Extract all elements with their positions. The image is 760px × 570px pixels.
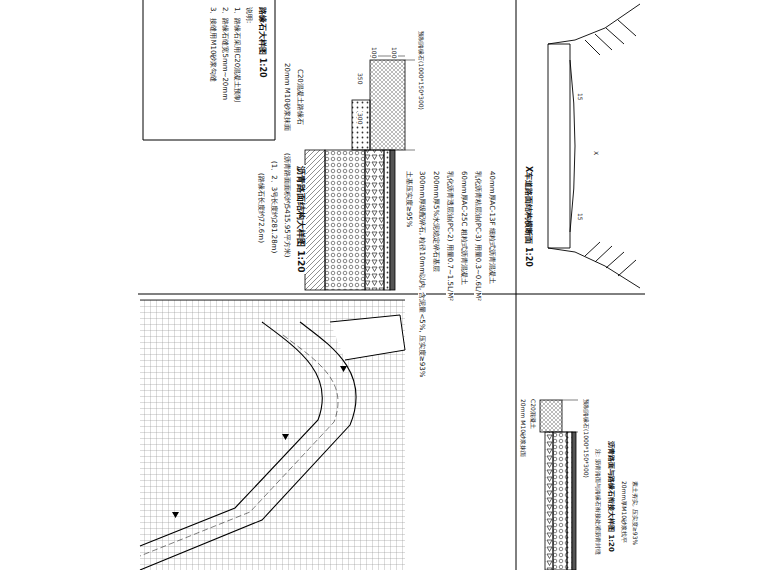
drawing-note: 20mm厚M10砂浆找平 bbox=[620, 480, 627, 544]
drawing-note: 说明: bbox=[245, 6, 253, 24]
drawing-note: 土基压实度≥95% bbox=[405, 170, 413, 228]
curb-joint-section bbox=[540, 400, 578, 570]
drawing-note: X bbox=[592, 150, 599, 156]
site-plan-grid bbox=[140, 300, 405, 570]
drawing-note: 注: 沥青路面与路缘石衔接处灌沥青封缝 bbox=[594, 448, 601, 556]
drawing-note: 300mm厚级配碎石, 粒径10mm以内, 含泥量<5%, 压实度≥93% bbox=[418, 170, 426, 378]
drawing-note: X车道路面结构横断面 1:20 bbox=[523, 165, 533, 268]
drawing-note: 100 bbox=[390, 46, 397, 59]
drawing-note: 20mm M10砂浆抹面 bbox=[519, 398, 526, 458]
road-cross-section bbox=[548, 4, 640, 288]
drawing-note: 乳化沥青透层油(PC-2) 用量0.7~1.5L/M² bbox=[446, 170, 454, 302]
drawing-note: 预制路缘石(1000*150*300) bbox=[417, 30, 424, 111]
drawing-note: C20混凝土 bbox=[529, 398, 536, 430]
drawing-note: 20mm M10砂浆抹面 bbox=[283, 62, 291, 132]
drawing-note: 300 bbox=[356, 112, 363, 125]
drawing-note: 沥青路面与路缘石衔接大样图 1:20 bbox=[607, 440, 615, 553]
drawing-note: 100 bbox=[370, 46, 377, 59]
drawing-note: 60mm厚AC-25C 粗粒式沥青混凝土 bbox=[460, 170, 468, 286]
drawing-note: 预制路缘石(1000*150*300) bbox=[582, 398, 589, 479]
drawing-note: 素土夯实, 压实度≥93% bbox=[631, 480, 638, 546]
drawing-note: (沥青路面面积约5415.95平方米) bbox=[283, 152, 291, 258]
drawing-note: 1、路缘石采用C20混凝土预制 bbox=[233, 6, 241, 103]
drawing-note: 15 bbox=[576, 92, 583, 102]
drawing-note: 路缘石大样图 1:20 bbox=[257, 6, 267, 79]
drawing-note: C20混凝土路缘石 bbox=[296, 68, 304, 126]
drawing-note: 15 bbox=[576, 212, 583, 222]
pavement-section bbox=[305, 56, 415, 290]
drawing-note: 沥青路面结构大样图 1:20 bbox=[296, 165, 307, 274]
drawing-note: 40mm厚AC-13F 细粒式沥青混凝土 bbox=[488, 170, 496, 285]
drawing-note: 2、路缘石缝宽5mm~20mm bbox=[221, 6, 229, 101]
frame-lines bbox=[138, 0, 645, 570]
drawing-note: 350 bbox=[356, 72, 363, 85]
drawing-note: 3、接缝用M10砂浆勾缝 bbox=[209, 6, 217, 83]
drawing-note: (1、2、3号长度约281.28m) bbox=[270, 160, 278, 254]
drawing-note: 200mm厚5%水泥稳定碎石基层 bbox=[432, 170, 440, 273]
drawing-note: 乳化沥青粘层油(PC-3) 用量0.3~0.6L/M² bbox=[474, 170, 482, 302]
drawing-note: (路缘石长度约72.6m) bbox=[257, 172, 265, 244]
